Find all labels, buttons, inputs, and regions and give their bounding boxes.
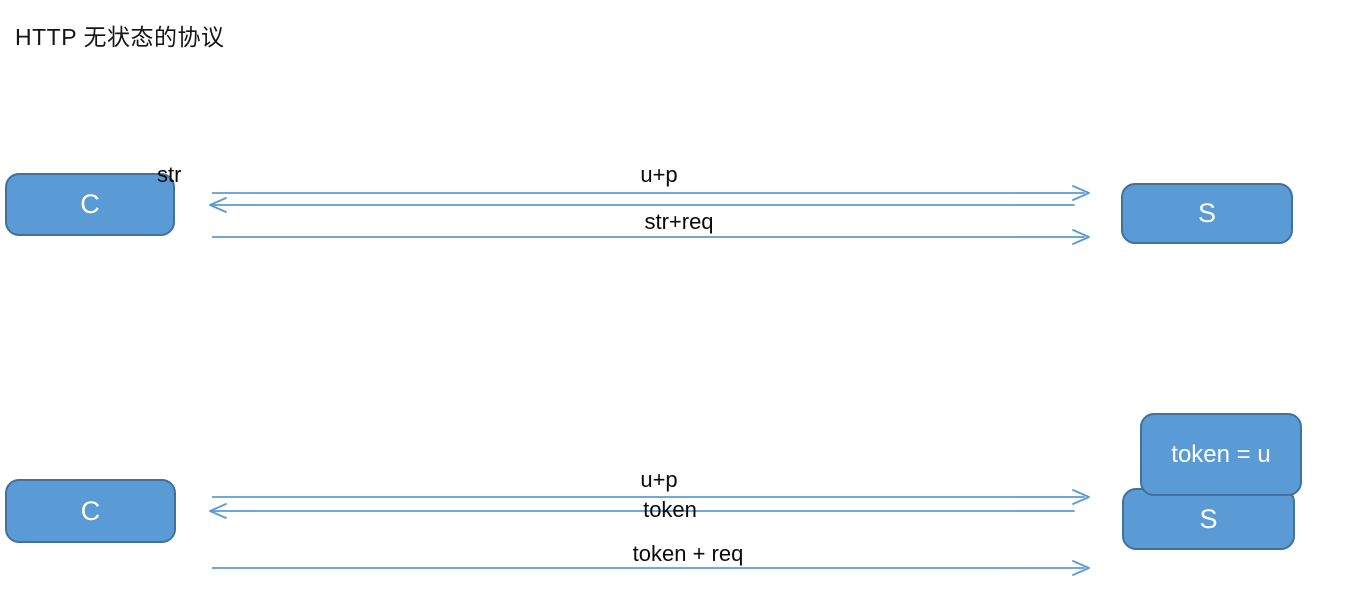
top-message-1-label: u+p bbox=[640, 162, 678, 187]
bottom-server-note-label: token = u bbox=[1171, 440, 1271, 468]
bottom-message-2-label: token bbox=[643, 497, 697, 522]
top-client-node: C bbox=[5, 173, 175, 236]
page-title: HTTP 无状态的协议 bbox=[15, 24, 225, 50]
bottom-message-1-label: u+p bbox=[640, 467, 678, 492]
top-arrow-left bbox=[209, 197, 1075, 213]
bottom-server-node: S bbox=[1122, 488, 1295, 550]
bottom-arrow-right-2 bbox=[212, 560, 1090, 576]
bottom-arrow-right-1 bbox=[212, 489, 1090, 505]
top-client-label: C bbox=[80, 189, 100, 219]
top-message-3-label: str+req bbox=[644, 209, 714, 234]
top-client-note: str bbox=[157, 162, 182, 187]
top-server-label: S bbox=[1197, 198, 1216, 228]
top-server-node: S bbox=[1121, 183, 1293, 244]
bottom-client-node: C bbox=[5, 479, 176, 543]
bottom-message-3-label: token + req bbox=[632, 541, 744, 566]
top-arrow-right-2 bbox=[212, 229, 1090, 245]
bottom-arrow-left bbox=[209, 503, 1075, 519]
bottom-client-label: C bbox=[80, 495, 101, 526]
bottom-server-label: S bbox=[1199, 503, 1218, 534]
bottom-server-note-node: token = u bbox=[1140, 413, 1302, 496]
top-arrow-right-1 bbox=[212, 185, 1090, 201]
